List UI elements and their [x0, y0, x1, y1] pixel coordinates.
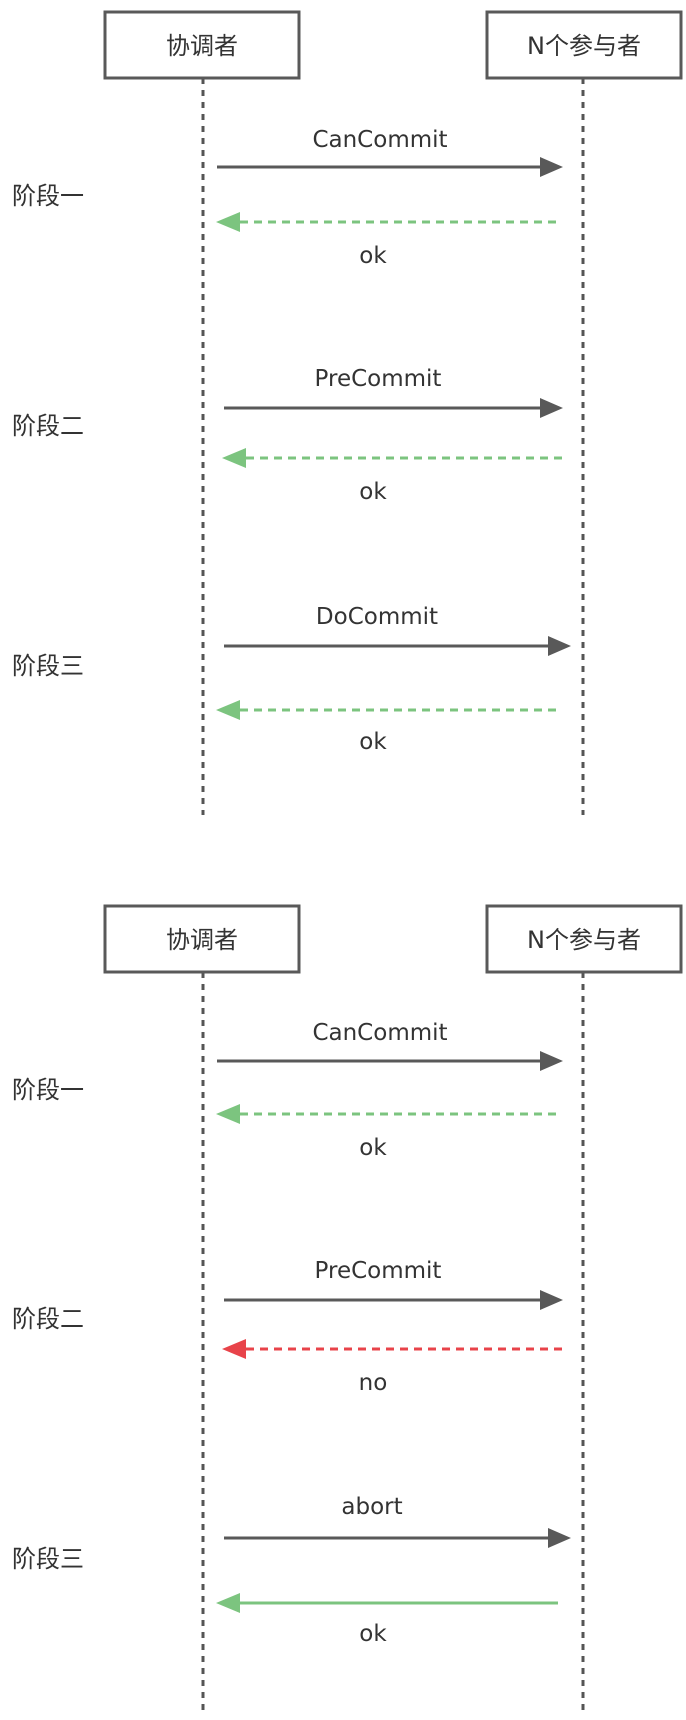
phase-label: 阶段三	[12, 1545, 84, 1573]
request-arrowhead	[540, 1051, 563, 1071]
response-arrowhead	[216, 212, 240, 232]
response-arrowhead	[222, 448, 246, 468]
response-label: ok	[359, 243, 387, 269]
diagram-1: 协调者 N个参与者 阶段一 CanCommit ok 阶段二 PreCommit…	[12, 10, 683, 815]
response-arrowhead	[216, 700, 240, 720]
request-label: DoCommit	[316, 604, 438, 630]
response-arrowhead	[216, 1593, 240, 1613]
request-arrowhead	[540, 157, 563, 177]
phase-label: 阶段一	[12, 1076, 84, 1104]
coordinator-label: 协调者	[166, 32, 238, 60]
participants-label: N个参与者	[527, 32, 641, 60]
participants-label: N个参与者	[527, 926, 641, 954]
response-arrowhead	[222, 1339, 246, 1359]
request-label: CanCommit	[312, 1020, 447, 1046]
request-arrowhead	[540, 398, 563, 418]
participants-box	[485, 10, 683, 80]
request-label: CanCommit	[312, 127, 447, 153]
response-label: ok	[359, 1135, 387, 1161]
request-arrowhead	[548, 1528, 571, 1548]
response-label: ok	[359, 1621, 387, 1647]
request-label: abort	[341, 1494, 402, 1520]
request-label: PreCommit	[315, 366, 442, 392]
response-label: no	[359, 1370, 388, 1396]
coordinator-box	[103, 904, 301, 974]
response-label: ok	[359, 729, 387, 755]
phase-label: 阶段二	[12, 412, 84, 440]
phase-label: 阶段一	[12, 182, 84, 210]
response-arrowhead	[216, 1104, 240, 1124]
request-arrowhead	[548, 636, 571, 656]
phase-label: 阶段三	[12, 652, 84, 680]
participants-box	[485, 904, 683, 974]
coordinator-label: 协调者	[166, 926, 238, 954]
response-label: ok	[359, 479, 387, 505]
coordinator-box	[103, 10, 301, 80]
request-arrowhead	[540, 1290, 563, 1310]
diagram-2: 协调者 N个参与者 阶段一 CanCommit ok 阶段二 PreCommit…	[12, 904, 683, 1712]
phase-label: 阶段二	[12, 1305, 84, 1333]
request-label: PreCommit	[315, 1258, 442, 1284]
